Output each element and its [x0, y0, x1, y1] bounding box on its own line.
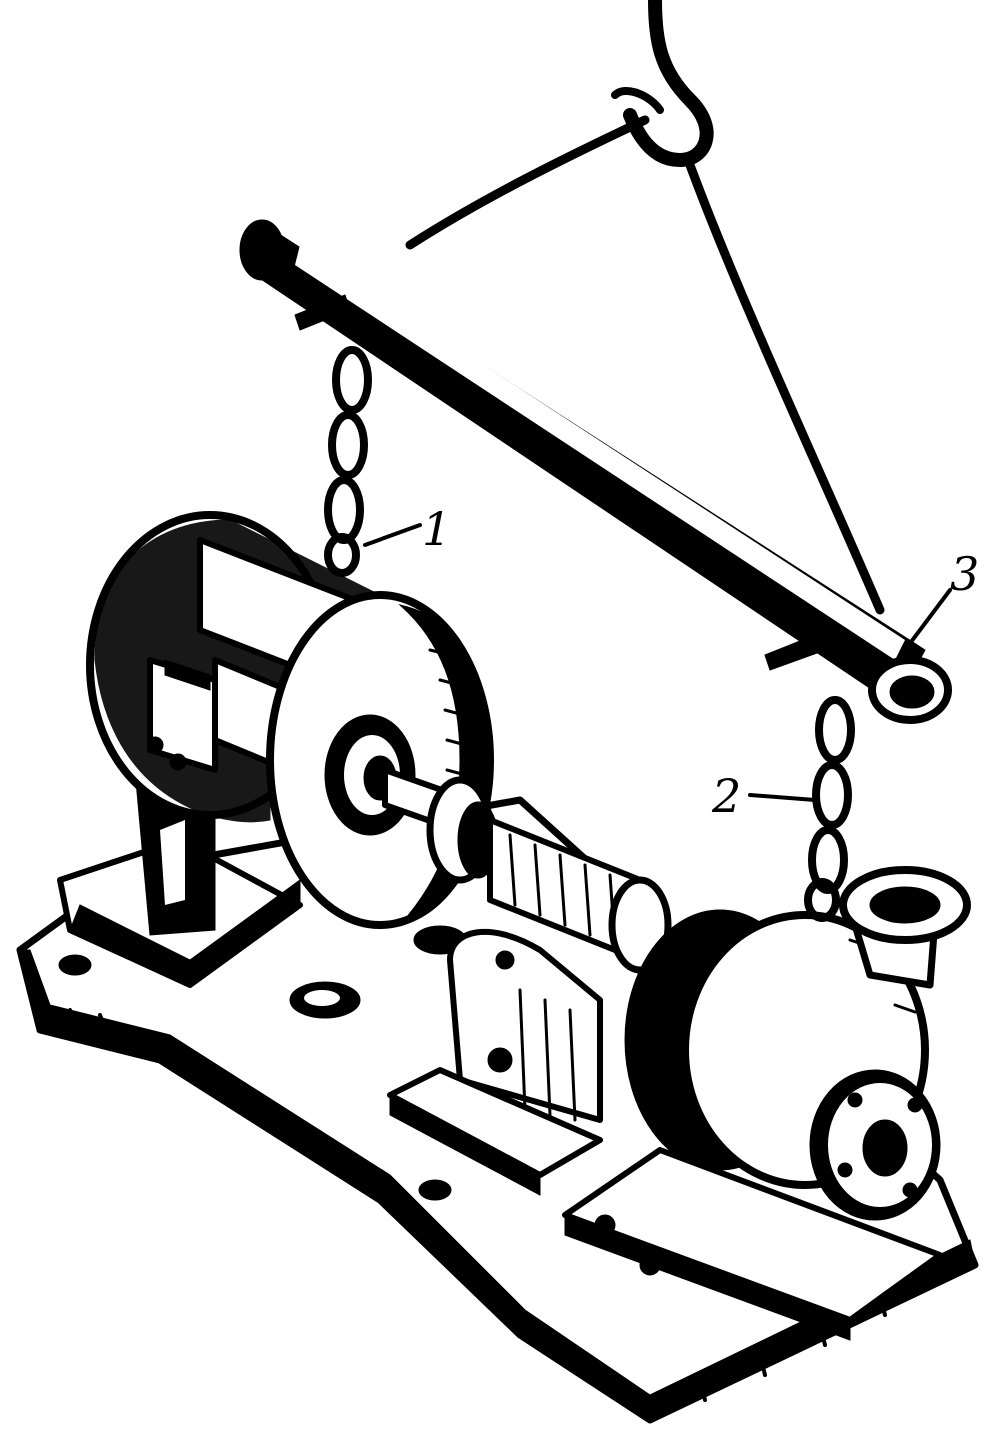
chain-sling-icon — [324, 346, 855, 922]
callout-label-1: 1 — [422, 502, 451, 556]
rope-sling-icon — [405, 115, 885, 615]
callout-label-2: 2 — [711, 769, 741, 823]
callout-label-3: 3 — [950, 547, 979, 601]
callout-3: 3 — [903, 547, 979, 652]
electric-motor-icon — [57, 511, 494, 988]
crane-hook-icon — [611, 0, 714, 167]
callout-2: 2 — [711, 769, 817, 823]
coupling-icon — [387, 776, 672, 1196]
lifting-beam-icon — [239, 219, 952, 724]
centrifugal-pump-icon — [562, 866, 971, 1341]
callout-1: 1 — [363, 502, 451, 556]
